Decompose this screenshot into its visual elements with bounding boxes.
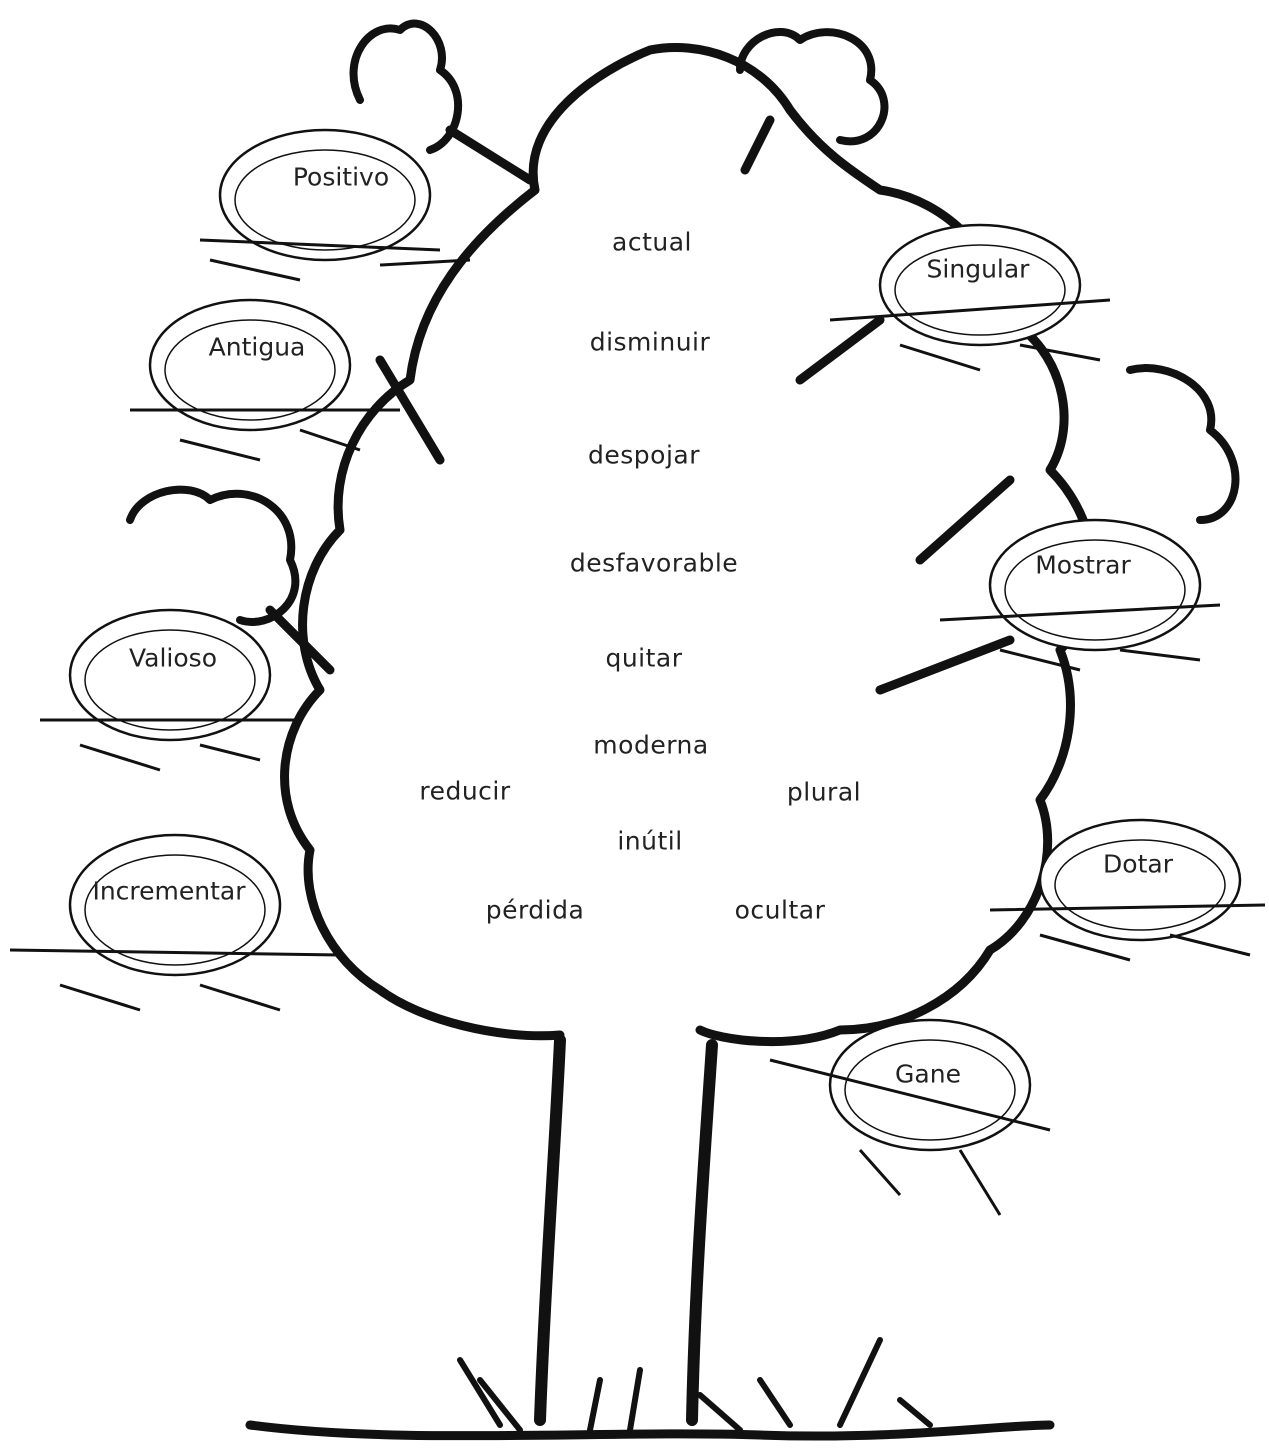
tree-word-perdida: pérdida xyxy=(485,895,585,925)
tree-word-moderna: moderna xyxy=(593,730,709,760)
nest-singular xyxy=(878,223,1082,347)
branch-left-2 xyxy=(375,355,445,465)
branch-top-right xyxy=(740,115,775,175)
tree-word-quitar: quitar xyxy=(605,643,683,673)
grass xyxy=(457,1337,933,1433)
tree-word-inutil: inútil xyxy=(617,826,683,856)
tree-word-disminuir: disminuir xyxy=(589,327,711,357)
nest-label-positivo: Positivo xyxy=(292,162,390,192)
trunk-right xyxy=(686,1039,718,1426)
nest-antigua xyxy=(148,298,352,432)
nest-mostrar xyxy=(988,518,1202,652)
tree-word-plural: plural xyxy=(786,777,862,807)
leaf-cluster-left xyxy=(126,485,300,626)
ground-line xyxy=(245,1420,1055,1441)
nest-label-dotar: Dotar xyxy=(1103,849,1173,879)
nest-label-antigua: Antigua xyxy=(208,332,306,362)
leaf-cluster-top-right xyxy=(736,27,889,146)
branch-left-3 xyxy=(265,605,335,675)
tree-word-actual: actual xyxy=(612,227,692,257)
nest-valioso xyxy=(68,608,272,742)
nest-label-mostrar: Mostrar xyxy=(1035,550,1131,580)
branch-top-left xyxy=(445,125,535,185)
leaf-cluster-top-left xyxy=(349,19,462,154)
nest-incrementar xyxy=(68,833,282,977)
tree-word-ocultar: ocultar xyxy=(734,895,826,925)
branch-right-3 xyxy=(915,475,1015,565)
leaf-cluster-right xyxy=(1126,364,1240,524)
nest-dotar xyxy=(1038,818,1242,942)
trunk-left xyxy=(534,1034,566,1426)
tree-word-reducir: reducir xyxy=(419,776,511,806)
tree-word-despojar: despojar xyxy=(588,440,700,470)
tree-word-desfavorable: desfavorable xyxy=(569,548,739,578)
nest-label-valioso: Valioso xyxy=(129,643,217,673)
nest-gane xyxy=(828,1018,1032,1152)
nest-label-singular: Singular xyxy=(926,254,1030,284)
nest-positivo xyxy=(218,128,432,262)
nest-label-gane: Gane xyxy=(895,1059,961,1089)
branch-right-4 xyxy=(875,635,1015,695)
nest-label-incrementar: Incrementar xyxy=(92,876,246,906)
branch-right-2 xyxy=(795,315,885,385)
